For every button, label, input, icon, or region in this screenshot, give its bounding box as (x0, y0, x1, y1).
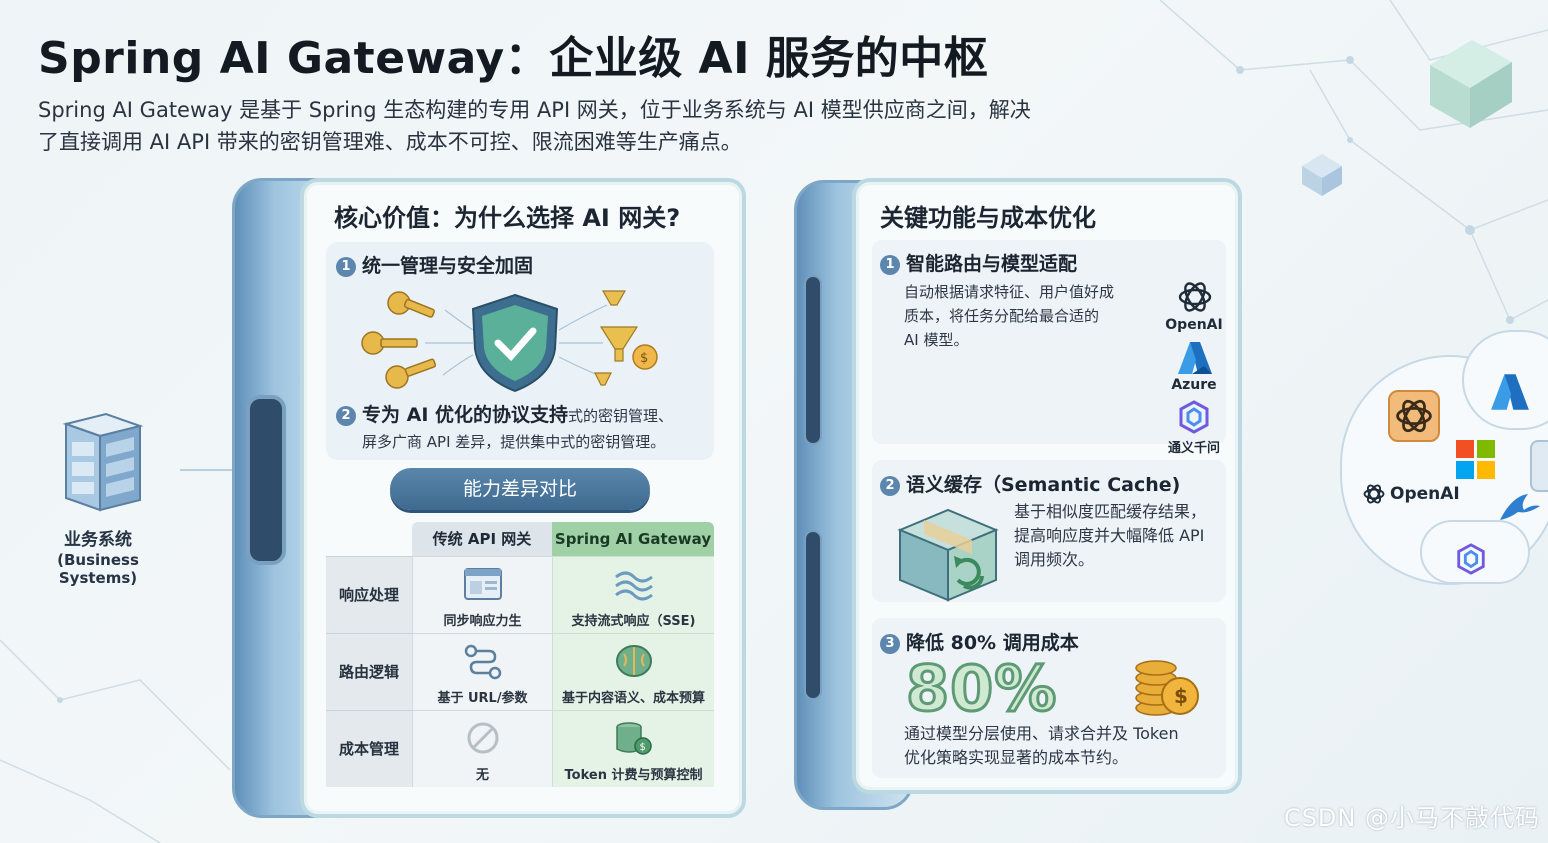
step-number: 2 (880, 476, 900, 496)
openai-tile (1388, 390, 1440, 442)
shield-icon (471, 293, 559, 393)
page-title: Spring AI Gateway：企业级 AI 服务的中枢 (38, 33, 989, 84)
server-icon (62, 412, 144, 512)
route-icon (464, 644, 501, 680)
qwen-icon (1457, 543, 1485, 575)
cost-desc-line-1: 通过模型分层使用、请求合并及 Token (904, 724, 1179, 743)
routing-heading-text: 智能路由与模型适配 (906, 253, 1078, 275)
protocol-heading: 2 专为 AI 优化的协议支持式的密钥管理、 (336, 400, 673, 427)
azure-label: Azure (1171, 377, 1217, 393)
stream-icon (614, 571, 653, 601)
cost-desc: 通过模型分层使用、请求合并及 Token 优化策略实现显著的成本节约。 (904, 722, 1179, 770)
openai-label: OpenAI (1165, 317, 1223, 333)
subtitle-line-2: 了直接调用 AI API 带来的密钥管理难、成本不可控、限流困难等生产痛点。 (38, 130, 742, 154)
cloud-openai-label: OpenAI (1390, 484, 1460, 504)
azure-icon (1178, 342, 1212, 374)
step-number: 2 (336, 406, 356, 426)
right-panel-title: 关键功能与成本优化 (880, 204, 1096, 232)
cell-text: 支持流式响应（SSE) (571, 614, 696, 629)
subtitle-line-1: Spring AI Gateway 是基于 Spring 生态构建的专用 API… (38, 98, 1031, 122)
business-sub-label: (Business Systems) (57, 551, 139, 587)
step-number: 1 (336, 257, 356, 277)
routing-desc-line-3: AI 模型。 (904, 331, 969, 349)
step-number: 3 (880, 634, 900, 654)
comparison-table: 传统 API 网关 Spring AI Gateway 响应处理 同步响应力生 … (326, 522, 714, 790)
qwen-icon (1179, 400, 1209, 434)
protocol-heading-tail: 式的密钥管理、 (568, 407, 674, 425)
left-panel-title: 核心价值：为什么选择 AI 网关? (334, 204, 681, 232)
cost-reduction-percent: 80% (904, 651, 1058, 727)
brain-icon (615, 645, 652, 677)
cache-desc-line-2: 提高响应度并大幅降低 API (1014, 526, 1205, 545)
page-subtitle: Spring AI Gateway 是基于 Spring 生态构建的专用 API… (38, 94, 1128, 158)
openai-icon (1363, 484, 1385, 504)
compare-button[interactable]: 能力差异对比 (390, 468, 650, 510)
cache-heading-text: 语义缓存（Semantic Cache) (906, 474, 1181, 496)
svg-text:$: $ (640, 351, 648, 366)
cache-desc-line-3: 调用频次。 (1014, 550, 1095, 569)
col-header-traditional: 传统 API 网关 (412, 522, 552, 556)
cell-text: 同步响应力生 (443, 614, 522, 629)
cost-heading-text: 降低 80% 调用成本 (906, 632, 1079, 654)
right-device-slot-lower (804, 530, 822, 700)
table-cell: 无 (412, 710, 552, 787)
watermark: CSDN @小马不敲代码 (1283, 804, 1540, 832)
openai-icon (1178, 282, 1212, 312)
table-row: 成本管理 无 $ Token 计费与预算控制 (326, 710, 714, 787)
key-icon (361, 291, 437, 389)
keys-shield-illustration: $ (361, 290, 658, 393)
cache-box-icon (897, 508, 999, 602)
table-row: 响应处理 同步响应力生 支持流式响应（SSE) (326, 556, 714, 633)
cloud-edge-tile (1530, 440, 1548, 492)
microsoft-icon (1456, 440, 1495, 479)
right-device-slot-upper (804, 275, 822, 445)
protocol-heading-text: 专为 AI 优化的协议支持 (362, 404, 569, 426)
routing-desc-line-2: 质本，将任务分配给最合适的 (904, 307, 1100, 325)
prohibited-icon (467, 722, 498, 754)
cost-desc-line-2: 优化策略实现显著的成本节约。 (904, 748, 1129, 767)
svg-text:$: $ (639, 742, 645, 753)
bird-logo-icon (1500, 494, 1540, 520)
step-number: 1 (880, 255, 900, 275)
database-coin-icon: $ (615, 722, 652, 755)
row-label: 响应处理 (326, 556, 412, 633)
security-heading: 1 统一管理与安全加固 (336, 251, 533, 278)
business-systems: 业务系统 (Business Systems) (18, 410, 178, 587)
coins-icon: $ (1135, 660, 1199, 716)
cell-text: 无 (475, 768, 489, 783)
routing-heading: 1 智能路由与模型适配 (880, 249, 1077, 276)
table-row: 路由逻辑 基于 URL/参数 基于内容语义、成本预算 (326, 633, 714, 710)
routing-desc-line-1: 自动根据请求特征、用户值好成 (904, 283, 1115, 301)
table-cell: 同步响应力生 (412, 556, 552, 633)
cell-text: 基于内容语义、成本预算 (561, 691, 705, 706)
col-header-spring-ai: Spring AI Gateway (552, 522, 714, 556)
table-cell: 基于内容语义、成本预算 (552, 633, 714, 710)
azure-icon (1491, 374, 1529, 410)
table-cell: $ Token 计费与预算控制 (552, 710, 714, 787)
protocol-desc: 屏多广商 API 差异，提供集中式的密钥管理。 (362, 433, 666, 451)
security-heading-text: 统一管理与安全加固 (362, 255, 534, 277)
coin-icon: $ (632, 344, 658, 370)
funnel-icon (594, 290, 639, 386)
cell-text: 基于 URL/参数 (437, 691, 528, 706)
row-label: 路由逻辑 (326, 633, 412, 710)
openai-icon (1396, 399, 1432, 433)
cell-text: Token 计费与预算控制 (564, 768, 703, 783)
qwen-label: 通义千问 (1167, 441, 1220, 456)
left-device-slot (246, 395, 286, 565)
cache-heading: 2 语义缓存（Semantic Cache) (880, 470, 1180, 497)
cache-desc-line-1: 基于相似度匹配缓存结果， (1014, 502, 1207, 521)
svg-text:$: $ (1174, 684, 1188, 708)
cost-heading: 3 降低 80% 调用成本 (880, 628, 1079, 655)
row-label: 成本管理 (326, 710, 412, 787)
table-cell: 支持流式响应（SSE) (552, 556, 714, 633)
table-cell: 基于 URL/参数 (412, 633, 552, 710)
routing-desc: 自动根据请求特征、用户值好成 质本，将任务分配给最合适的 AI 模型。 (904, 280, 1114, 352)
business-label: 业务系统 (64, 530, 132, 550)
ai-provider-cloud-bottom (1420, 520, 1530, 584)
window-icon (463, 568, 502, 600)
cache-desc: 基于相似度匹配缓存结果， 提高响应度并大幅降低 API 调用频次。 (1014, 500, 1206, 572)
routing-section (872, 240, 1226, 444)
